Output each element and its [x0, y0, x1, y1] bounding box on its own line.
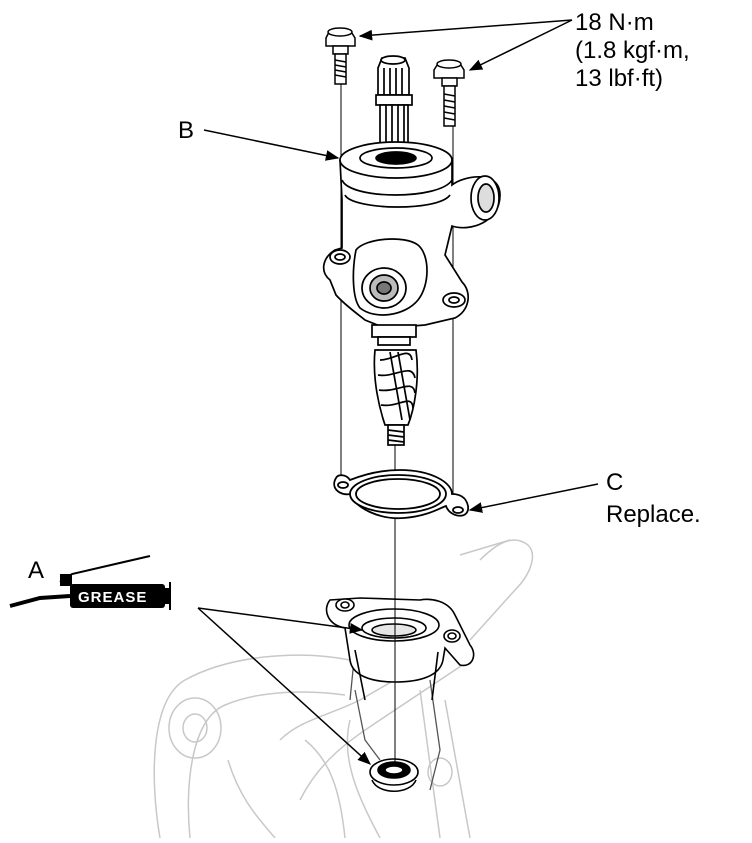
callout-c: C	[606, 469, 623, 496]
a-arrow-lower	[197, 607, 371, 765]
callout-labels: 18 N·m (1.8 kgf·m, 13 lbf·ft) B C Replac…	[28, 9, 701, 584]
flange-bolt-right	[433, 59, 465, 127]
torque-arrow-right	[468, 19, 573, 71]
c-arrow	[468, 483, 599, 513]
callout-b: B	[178, 117, 194, 144]
a-arrow-upper	[197, 607, 364, 634]
rack-housing	[153, 539, 534, 839]
callout-c-note: Replace.	[606, 501, 701, 528]
grease-label: GREASE	[78, 589, 147, 606]
leader-arrows	[197, 19, 599, 765]
callout-a: A	[28, 557, 44, 584]
grease-icon: GREASE	[9, 555, 171, 610]
torque-line2: (1.8 kgf·m,	[575, 37, 690, 64]
b-arrow	[203, 129, 340, 161]
torque-line3: 13 lbf·ft)	[575, 65, 663, 92]
gasket	[333, 469, 469, 520]
torque-line1: 18 N·m	[575, 9, 654, 36]
torque-arrow-left	[358, 19, 573, 41]
flange-bolt-left	[325, 27, 356, 85]
valve-housing-seat	[325, 597, 475, 701]
lower-bearing	[369, 758, 419, 792]
valve-body	[322, 55, 501, 446]
